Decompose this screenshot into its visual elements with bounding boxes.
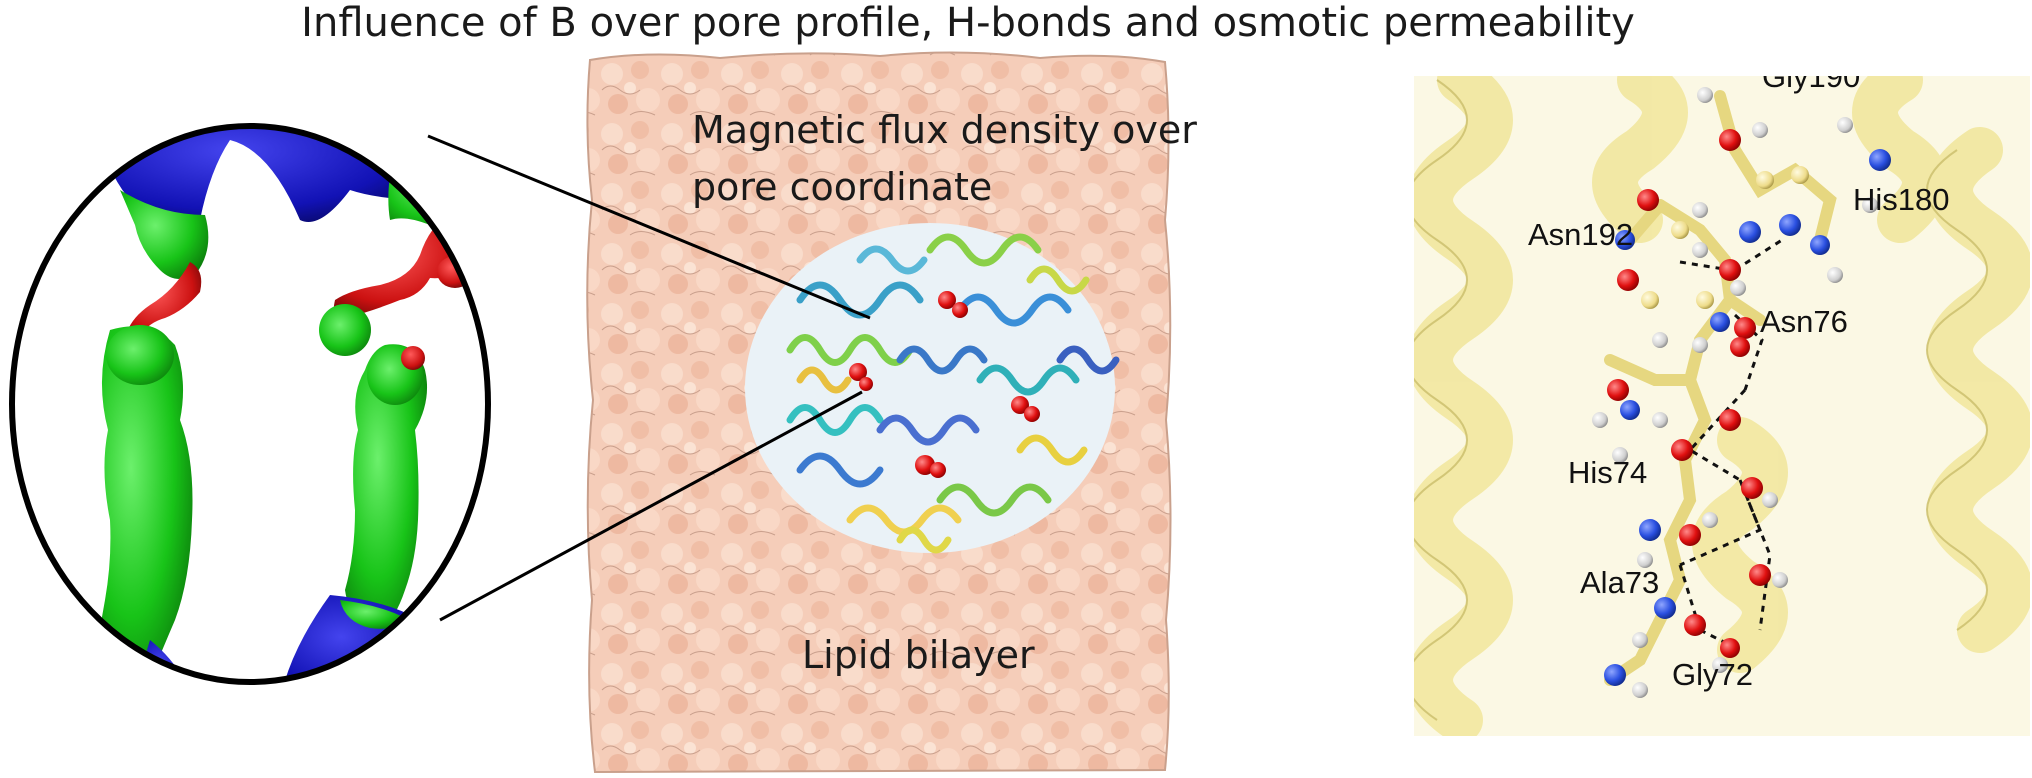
pore-green-left-column	[90, 326, 193, 680]
residue-label-his74: His74	[1568, 455, 1647, 490]
hbond-panel: Gly190 His180 Asn192 Asn76 His74 Ala73 G…	[1414, 59, 2030, 736]
zoom-connector-bottom	[439, 390, 863, 622]
residue-label-gly72: Gly72	[1672, 657, 1753, 692]
pore-zoom-panel	[9, 123, 491, 685]
magnetic-flux-label-line2: pore coordinate	[692, 165, 992, 209]
figure-title: Influence of B over pore profile, H-bond…	[301, 0, 1635, 46]
membrane-panel: Magnetic flux density over pore coordina…	[586, 51, 1197, 774]
pore-red-left	[125, 262, 202, 342]
aquaporin-tetramer	[745, 223, 1120, 554]
residue-label-asn76: Asn76	[1760, 304, 1848, 339]
atoms	[1592, 87, 1891, 698]
magnetic-flux-label-line1: Magnetic flux density over	[692, 108, 1197, 152]
pore-green-top-left	[120, 190, 209, 279]
zoom-connector-top	[427, 134, 871, 320]
residue-label-gly190: Gly190	[1762, 59, 1860, 94]
pore-green-right-column	[345, 344, 428, 630]
residue-label-his180: His180	[1853, 182, 1950, 217]
residue-label-ala73: Ala73	[1580, 565, 1659, 600]
lipid-bilayer-label: Lipid bilayer	[802, 633, 1035, 677]
zoom-circle-outline	[9, 123, 491, 685]
residue-label-asn192: Asn192	[1528, 217, 1633, 252]
pore-red-right	[333, 215, 470, 319]
